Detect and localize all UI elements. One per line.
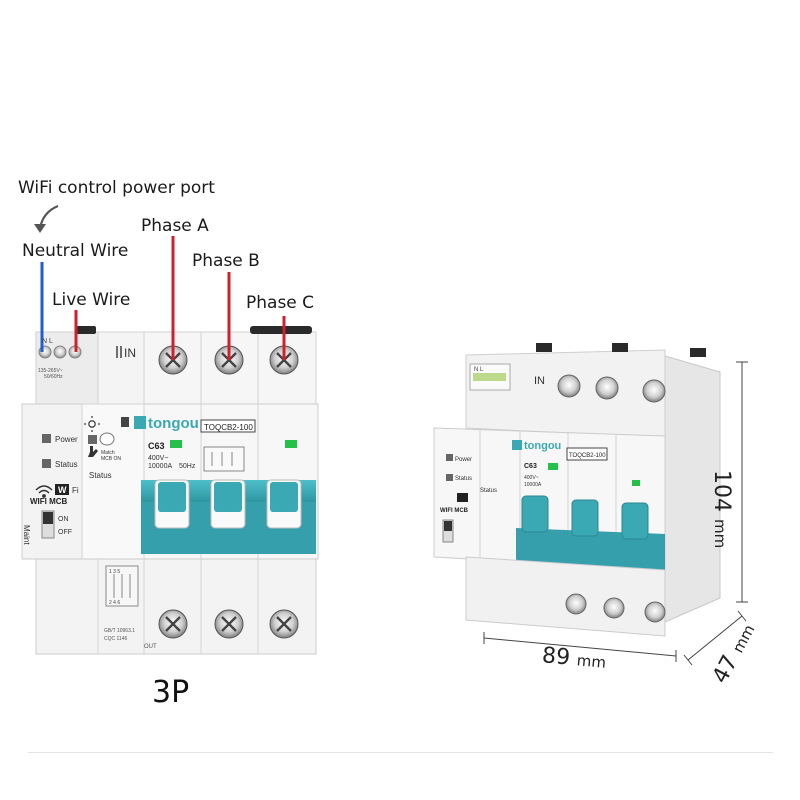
wifi-mcb-label: WIFI MCB	[30, 497, 68, 506]
port-spec-1: 135-265V~	[38, 368, 63, 374]
sun-icon	[84, 416, 100, 432]
brand-name-2: tongou	[524, 440, 561, 452]
status-label-3: Status	[455, 476, 472, 482]
out-screw-b	[214, 609, 244, 639]
live-wire-label: Live Wire	[52, 290, 131, 310]
status-label: Status	[55, 460, 78, 469]
curved-arrow-icon	[34, 204, 59, 233]
brand-logo-icon	[134, 416, 146, 429]
spec-breaking-2: 10000A	[524, 482, 542, 488]
power-label: Power	[55, 435, 78, 444]
width-dimension-line	[483, 632, 677, 662]
match-label: Match	[101, 450, 115, 456]
lock-icon	[121, 417, 129, 427]
port-terms-2: N L	[474, 367, 484, 373]
spec-voltage: 400V~	[148, 455, 168, 462]
diagram-top: 1 3 5	[109, 569, 120, 575]
wifi-fi: Fi	[72, 486, 79, 495]
width-value: 89	[541, 643, 572, 671]
wifi-mcb-label-2: WIFI MCB	[440, 508, 469, 514]
height-unit: mm	[711, 519, 729, 549]
rating-label-2: C63	[524, 463, 537, 470]
brand-name: tongou	[148, 415, 199, 432]
off-label: OFF	[58, 529, 72, 536]
port-terms: N L	[42, 338, 53, 345]
din-clip-small	[76, 326, 96, 334]
depth-dimension-line	[683, 610, 747, 666]
model-label-2: TOQCB2-100	[569, 453, 606, 459]
diagram-bottom: 2 4 6	[109, 600, 120, 606]
standard-2: CQC 1146	[104, 636, 127, 642]
phase-b-label: Phase B	[192, 251, 260, 271]
pole-count-label: 3P	[152, 675, 190, 710]
height-value: 104	[709, 470, 734, 512]
indicator-green	[170, 440, 182, 448]
model-label: TOQCB2-100	[204, 423, 253, 432]
mcb-on-label: MCB ON	[101, 456, 121, 462]
phase-c-label: Phase C	[246, 293, 315, 313]
in-label: IN	[124, 346, 136, 360]
status-label-4: Status	[480, 488, 497, 494]
height-dimension-label: 104 mm	[709, 470, 734, 548]
wifi-w: W	[58, 485, 67, 495]
status-label-2: Status	[89, 471, 112, 480]
spec-voltage-2: 400V~	[524, 475, 539, 481]
din-clip	[250, 326, 312, 334]
height-dimension-line	[736, 361, 748, 603]
out-screw-c	[269, 609, 299, 639]
wifi-icon	[35, 485, 53, 498]
rating-label: C63	[148, 441, 165, 451]
width-unit: mm	[576, 651, 607, 672]
maint-label: Maint	[22, 525, 31, 545]
power-label-2: Power	[455, 457, 472, 463]
indicator-green-2	[285, 440, 297, 448]
neutral-wire-label: Neutral Wire	[22, 241, 129, 261]
hand-icon	[88, 446, 98, 457]
out-label: OUT	[144, 644, 157, 650]
spec-frequency: 50Hz	[179, 463, 196, 470]
footer-divider	[28, 752, 773, 753]
standard-1: GB/T 10963.1	[104, 628, 135, 634]
spec-breaking: 10000A	[148, 463, 172, 470]
wifi-port-label: WiFi control power port	[18, 178, 215, 198]
phase-a-label: Phase A	[141, 216, 209, 236]
port-spec-2: 50/60Hz	[44, 374, 63, 380]
out-screw-a	[158, 609, 188, 639]
in-label-2: IN	[534, 375, 545, 387]
on-label: ON	[58, 516, 69, 523]
